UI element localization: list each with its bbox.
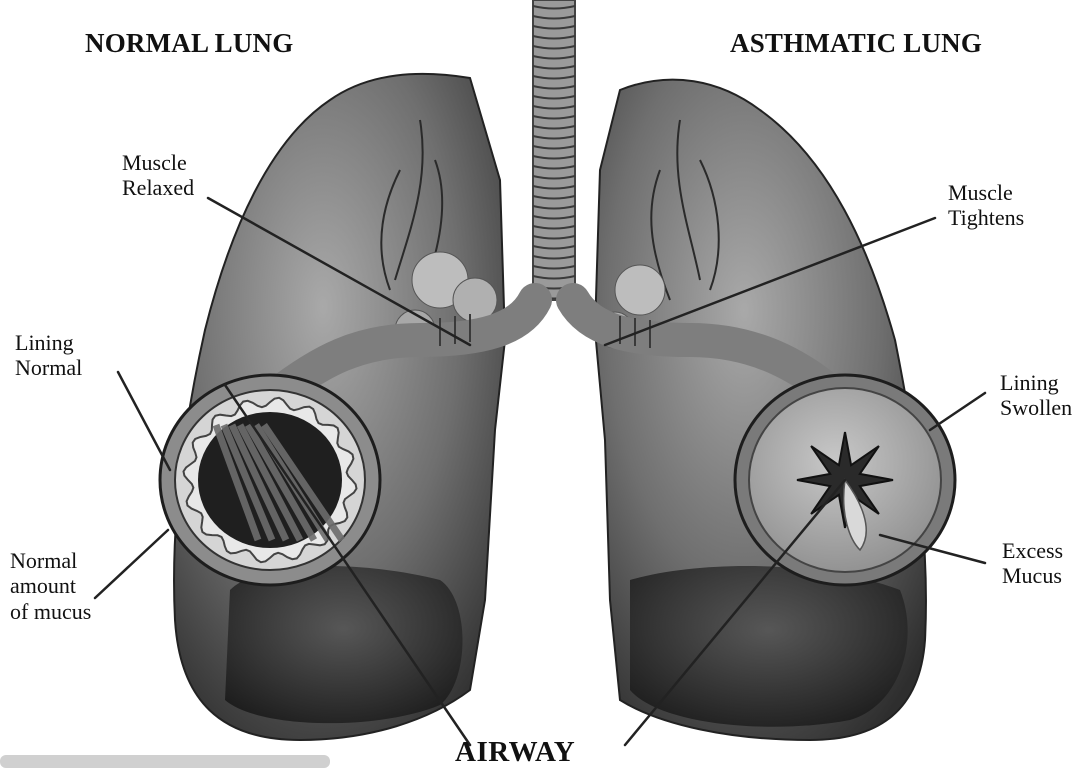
leader-lining-swollen [930,393,985,430]
label-normal-mucus: Normal amount of mucus [10,548,91,624]
normal-airway-cross-section [160,375,380,585]
title-asthmatic-lung: ASTHMATIC LUNG [730,28,982,59]
label-lining-normal: Lining Normal [15,330,82,381]
trachea [533,0,575,300]
title-normal-lung: NORMAL LUNG [85,28,293,59]
label-airway: AIRWAY [455,736,575,769]
label-muscle-relaxed: Muscle Relaxed [122,150,194,201]
leader-normal-mucus [95,530,168,598]
label-muscle-tightens: Muscle Tightens [948,180,1024,231]
label-excess-mucus: Excess Mucus [1002,538,1063,589]
scrollbar-fragment [0,755,330,768]
leader-lining-normal [118,372,170,470]
label-lining-swollen: Lining Swollen [1000,370,1072,421]
